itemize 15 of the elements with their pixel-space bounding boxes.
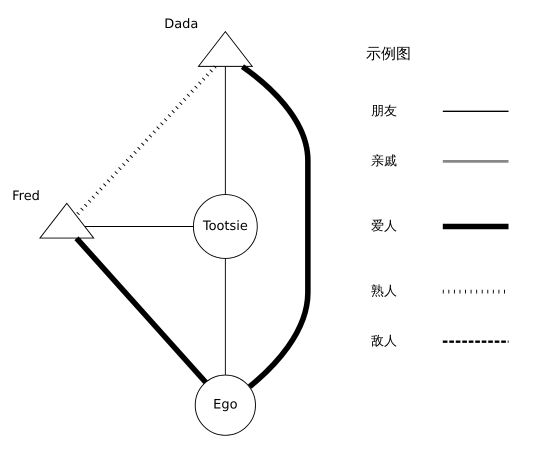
legend-label: 敌人 — [370, 334, 397, 349]
legend-label: 朋友 — [370, 103, 397, 118]
node-circle: Tootsie — [192, 194, 258, 258]
legend-label: 亲戚 — [370, 153, 397, 168]
legend-label: 熟人 — [370, 284, 397, 299]
node-label: Dada — [164, 16, 198, 32]
connector — [74, 236, 208, 384]
connector — [224, 257, 226, 375]
label: 示例图 — [366, 44, 412, 62]
connector — [240, 64, 311, 388]
connector — [224, 66, 226, 195]
node-circle: Ego — [194, 374, 256, 436]
node-label: Fred — [12, 188, 40, 204]
legend-label: 爱人 — [370, 218, 397, 234]
connector — [74, 64, 217, 216]
